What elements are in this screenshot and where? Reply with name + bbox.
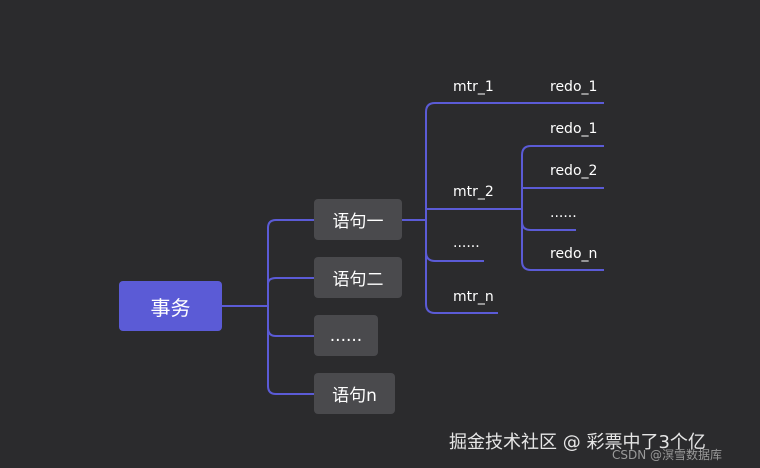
mtr-label-2[interactable]: mtr_2: [453, 184, 494, 200]
connector-to-mtr-4: [425, 303, 498, 314]
watermark-csdn: CSDN @溟雪数据库: [612, 448, 723, 462]
connector-to-stmt-2: [267, 277, 314, 285]
connector-to-mtr-3: [425, 251, 484, 262]
mtr-label-3[interactable]: ......: [453, 235, 480, 251]
statement-node-2[interactable]: 语句二: [314, 257, 402, 298]
root-node-label: 事务: [150, 295, 191, 320]
connector-to-stmt-3: [267, 327, 314, 337]
redo-label-mtr1-1[interactable]: redo_1: [550, 79, 598, 95]
redo-label-mtr2-2[interactable]: redo_2: [550, 163, 598, 179]
mtr-label-4[interactable]: mtr_n: [453, 289, 494, 305]
statement-node-4[interactable]: 语句n: [314, 373, 395, 414]
statement-node-label: 语句二: [332, 270, 384, 290]
redo-label-mtr2-1[interactable]: redo_1: [550, 121, 598, 137]
redo-label-mtr2-3[interactable]: ......: [550, 205, 577, 221]
connector-to-redo2-4: [521, 260, 604, 271]
statement-node-1[interactable]: 语句一: [314, 199, 402, 240]
statement-node-label: 语句n: [332, 386, 377, 406]
connector-to-stmt-4: [267, 385, 314, 395]
connector-to-stmt-1: [267, 219, 314, 229]
statement-node-label: 语句一: [332, 212, 384, 232]
mtr-label-1[interactable]: mtr_1: [453, 79, 494, 95]
watermark-juejin: 掘金技术社区 @ 彩票中了3个亿: [449, 432, 706, 453]
statement-node-label: ......: [329, 325, 363, 346]
connector-to-redo2-3: [521, 221, 576, 231]
connector-to-mtr-1: [425, 102, 604, 113]
connector-to-redo2-1: [521, 145, 604, 156]
root-node-transaction[interactable]: 事务: [119, 281, 222, 331]
statement-node-3[interactable]: ......: [314, 315, 378, 356]
redo-label-mtr2-4[interactable]: redo_n: [550, 246, 598, 262]
